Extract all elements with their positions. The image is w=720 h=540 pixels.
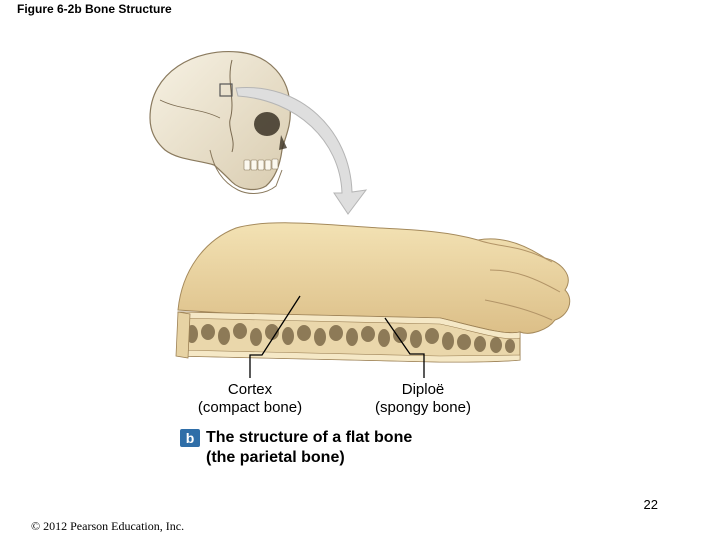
figure-title: Figure 6-2b Bone Structure: [17, 2, 172, 16]
panel-letter-badge: b: [180, 429, 200, 447]
arrow-icon: [235, 87, 368, 215]
diploe-leader-line: [384, 317, 425, 378]
diploe-label-name: Diploë: [401, 381, 445, 398]
cortex-leader-line: [249, 295, 301, 378]
figure-caption: b The structure of a flat bone (the pari…: [180, 428, 412, 468]
cortex-label-name: Cortex: [227, 381, 273, 398]
skull-drawing: [149, 50, 291, 194]
cortex-label: Cortex (compact bone): [185, 381, 315, 417]
copyright-notice: © 2012 Pearson Education, Inc.: [31, 519, 185, 533]
page-number: 22: [643, 497, 658, 512]
caption-line-1: The structure of a flat bone: [206, 429, 413, 446]
diploe-label-description: (spongy bone): [375, 399, 471, 416]
cortex-label-description: (compact bone): [197, 399, 303, 416]
caption-text: The structure of a flat bone (the pariet…: [206, 428, 412, 468]
caption-line-2: (the parietal bone): [206, 449, 345, 466]
diploe-label: Diploë (spongy bone): [358, 381, 488, 417]
flat-bone-section: [175, 222, 571, 363]
